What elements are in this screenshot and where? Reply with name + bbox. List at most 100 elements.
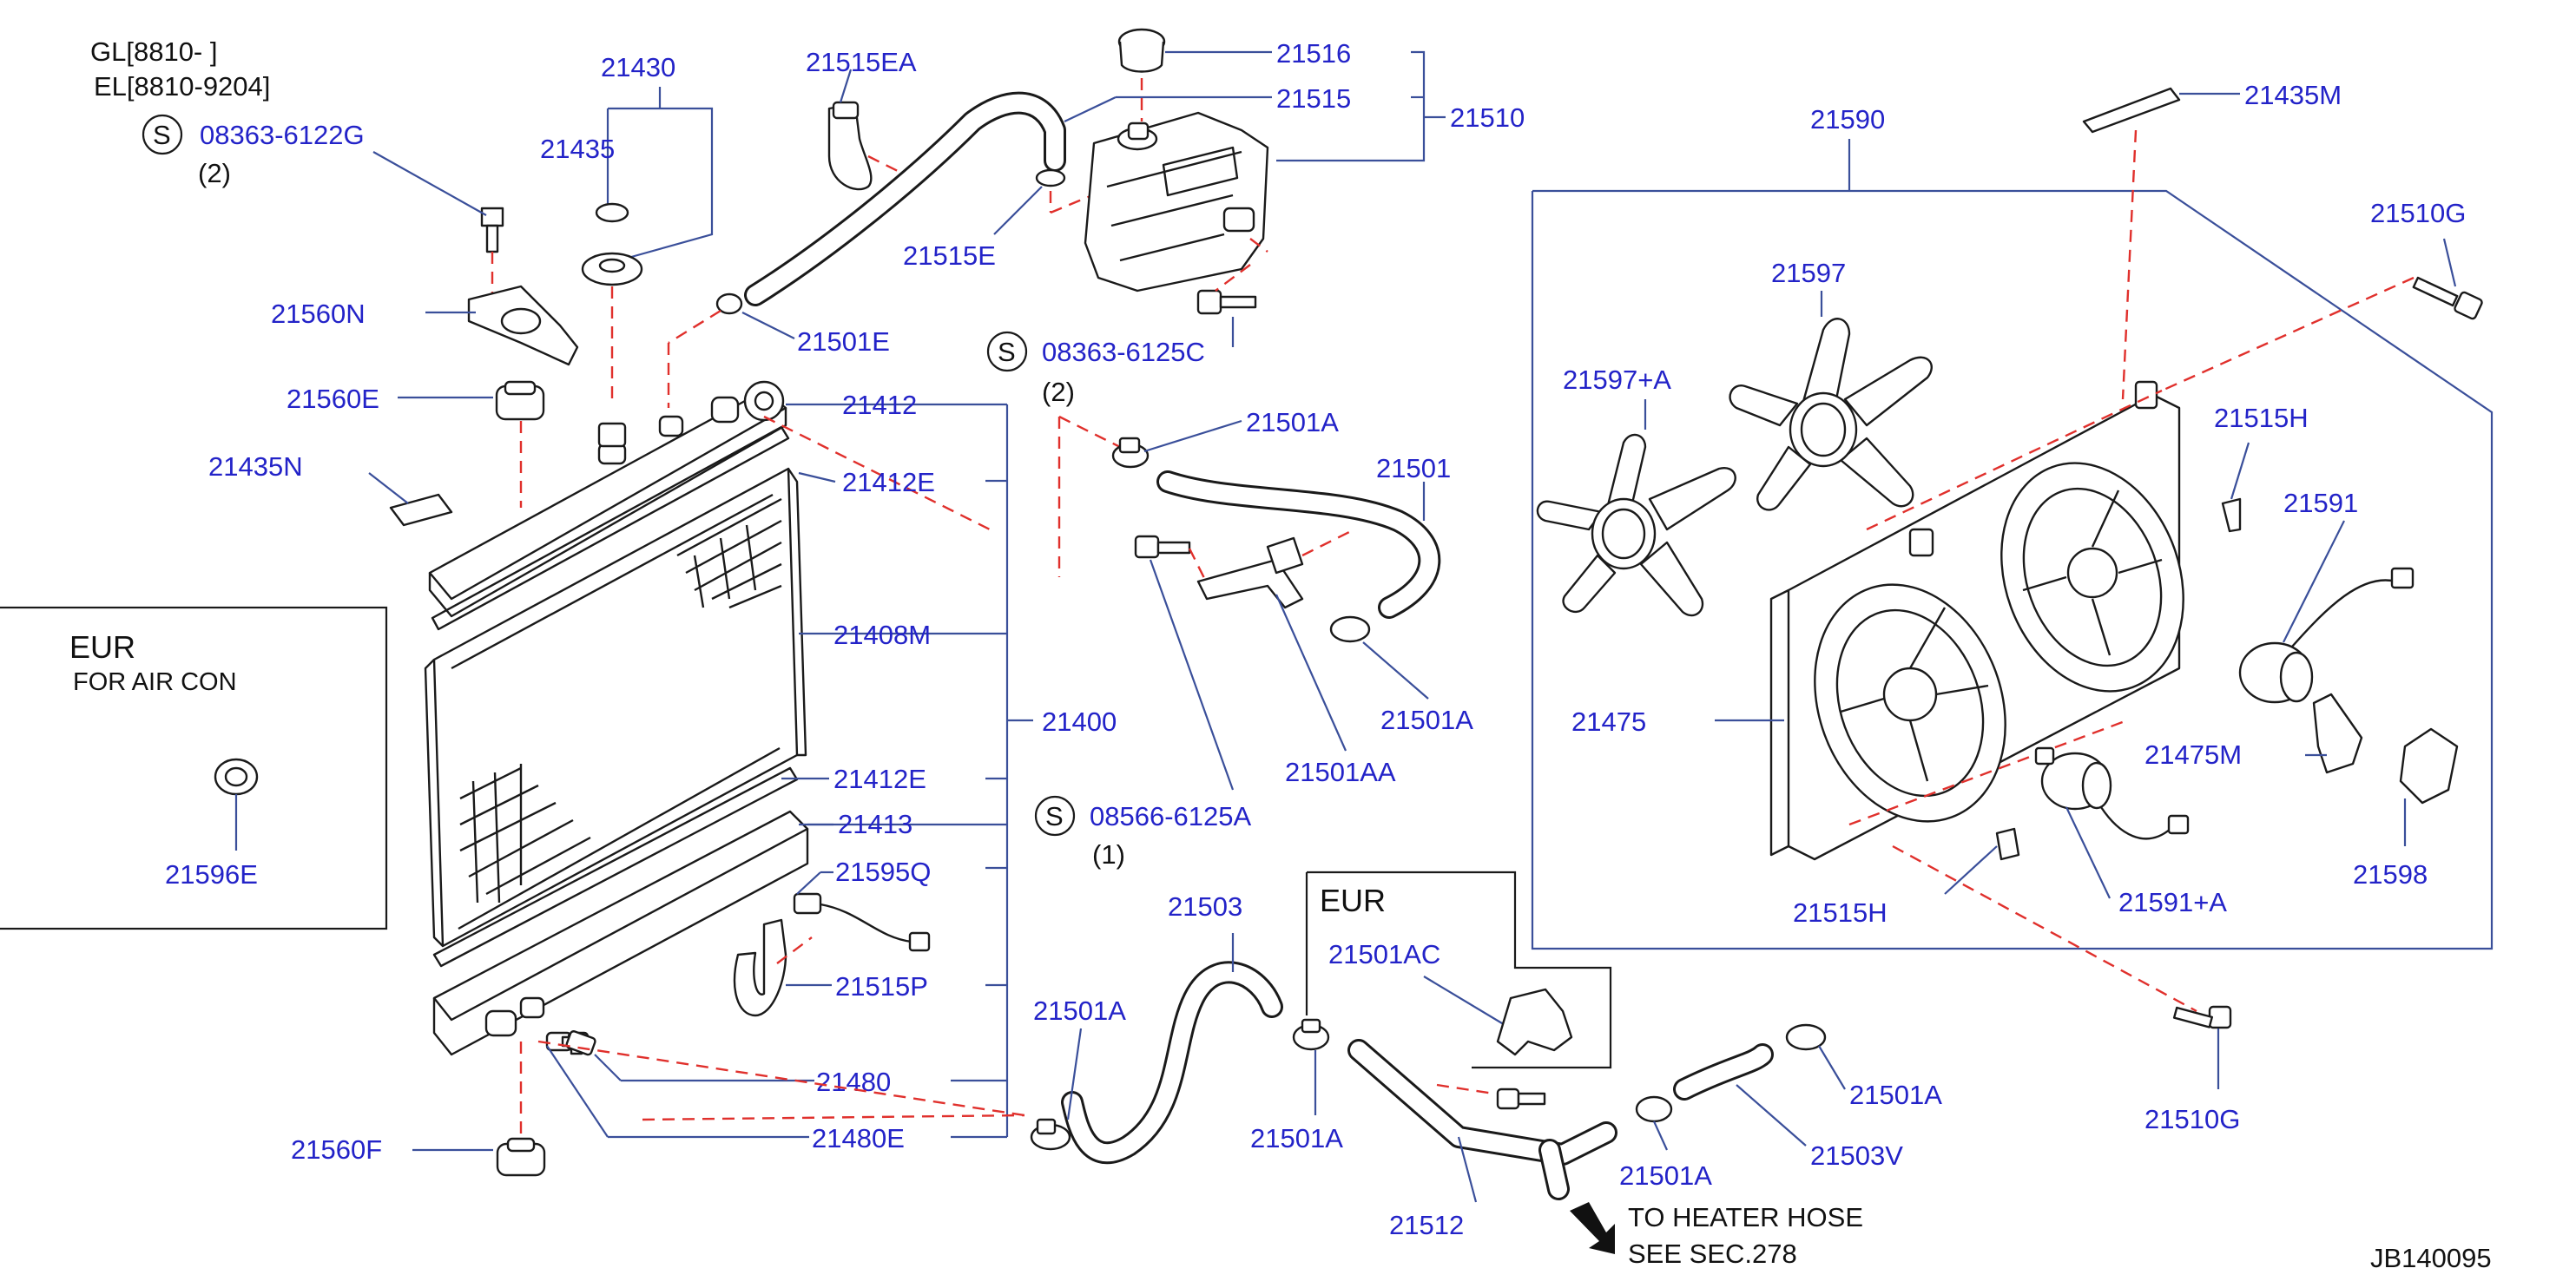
sensor-drawing <box>793 892 931 952</box>
eur-box-mid-title: EUR <box>1320 883 1386 918</box>
quantity-label: (2) <box>198 158 231 188</box>
part-number-21512[interactable]: 21512 <box>1389 1210 1464 1240</box>
part-number-21435M[interactable]: 21435M <box>2244 80 2342 110</box>
part-number-21515E[interactable]: 21515E <box>903 240 996 271</box>
fan-motor-21591A-drawing <box>2034 746 2190 840</box>
part-number-08363-6125C[interactable]: 08363-6125C <box>1042 337 1205 367</box>
part-number-21501AC[interactable]: 21501AC <box>1328 939 1440 969</box>
washer-drawing <box>595 202 629 223</box>
part-number-21598[interactable]: 21598 <box>2353 859 2428 890</box>
part-number-21480[interactable]: 21480 <box>816 1067 891 1097</box>
part-number-21435[interactable]: 21435 <box>540 134 615 164</box>
bolt-21510G-top-drawing <box>2412 276 2483 320</box>
part-number-21515H-bottom[interactable]: 21515H <box>1793 897 1888 928</box>
part-number-21591[interactable]: 21591 <box>2283 488 2358 518</box>
clamp-21501A-1-drawing <box>1111 437 1150 469</box>
fan-blade-21597-drawing <box>1729 318 1933 511</box>
part-number-21515H-top[interactable]: 21515H <box>2214 403 2309 433</box>
clamp-21501A-5-drawing <box>1635 1095 1673 1123</box>
arrow-icon <box>1570 1202 1615 1254</box>
part-number-21480E[interactable]: 21480E <box>812 1123 905 1153</box>
note-heater-hose: TO HEATER HOSE <box>1628 1202 1863 1232</box>
part-number-21591A[interactable]: 21591+A <box>2118 887 2227 917</box>
part-number-08566-6125A[interactable]: 08566-6125A <box>1090 801 1251 831</box>
part-number-21412E-upper[interactable]: 21412E <box>842 467 935 497</box>
label-plate-drawing <box>389 493 453 527</box>
part-number-21590[interactable]: 21590 <box>1810 104 1885 135</box>
part-number-21475M[interactable]: 21475M <box>2144 739 2242 770</box>
clamp-21501A-6-drawing <box>1785 1023 1827 1051</box>
rubber-mount-drawing <box>495 380 545 421</box>
reservoir-cap-drawing <box>1117 28 1166 73</box>
eur-box-title: EUR <box>69 629 135 665</box>
eur-heater-box <box>1307 871 1612 1069</box>
radiator-cap-drawing <box>581 252 643 286</box>
clip-21501AC-drawing <box>1496 988 1573 1056</box>
clip-21515H-top-drawing <box>2221 497 2242 533</box>
part-number-21501AA[interactable]: 21501AA <box>1285 757 1396 787</box>
clamp-21501A-2-drawing <box>1329 615 1371 643</box>
tank-bolt-drawing <box>1196 289 1257 315</box>
eur-aircon-box <box>0 606 388 930</box>
clip-21515H-bottom-drawing <box>1995 827 2020 861</box>
clamp-21515E-drawing <box>1035 168 1066 187</box>
part-number-21597A[interactable]: 21597+A <box>1563 365 1671 395</box>
part-number-21413[interactable]: 21413 <box>838 809 912 839</box>
rubber-mount-lower-drawing <box>496 1137 546 1177</box>
diagram-id: JB140095 <box>2370 1243 2492 1273</box>
svg-text:S: S <box>998 337 1016 367</box>
part-number-21430[interactable]: 21430 <box>601 52 675 82</box>
fan-assembly-box <box>1531 189 2494 950</box>
bolt-21510G-bottom-drawing <box>2172 1005 2232 1029</box>
part-number-21501A-6[interactable]: 21501A <box>1849 1080 1942 1110</box>
part-number-21560F[interactable]: 21560F <box>291 1134 382 1165</box>
part-number-21515EA[interactable]: 21515EA <box>806 47 917 77</box>
note-see-section: SEE SEC.278 <box>1628 1239 1797 1269</box>
label-21435M-drawing <box>2082 87 2181 134</box>
bolt-drawing <box>480 207 504 253</box>
part-number-21596E[interactable]: 21596E <box>165 859 258 890</box>
part-number-21501A-4[interactable]: 21501A <box>1250 1123 1343 1153</box>
part-number-21595Q[interactable]: 21595Q <box>835 857 931 887</box>
part-number-21560E[interactable]: 21560E <box>287 384 379 414</box>
clamp-21501A-3-drawing <box>1030 1118 1071 1151</box>
part-number-21412[interactable]: 21412 <box>842 390 917 420</box>
part-number-21475[interactable]: 21475 <box>1571 706 1646 737</box>
part-number-21597[interactable]: 21597 <box>1771 258 1846 288</box>
bracket-21475M-drawing <box>2312 693 2363 774</box>
part-number-21503[interactable]: 21503 <box>1168 891 1242 922</box>
bracket-drawing <box>467 285 579 366</box>
part-number-21515P[interactable]: 21515P <box>835 971 928 1002</box>
clamp-21515EA-drawing <box>827 102 873 191</box>
part-number-21408M[interactable]: 21408M <box>833 620 931 650</box>
svg-text:S: S <box>1045 801 1064 831</box>
part-number-08363-6122G[interactable]: 08363-6122G <box>200 120 365 150</box>
standard-part-symbol: S <box>1034 795 1076 837</box>
fan-blade-21597A-drawing <box>1536 433 1736 617</box>
pipe-bolt-drawing <box>1496 1088 1546 1110</box>
part-number-21560N[interactable]: 21560N <box>271 299 366 329</box>
part-number-21510[interactable]: 21510 <box>1450 102 1525 133</box>
radiator-drawing <box>424 380 809 1056</box>
part-number-21510G-bottom[interactable]: 21510G <box>2144 1104 2240 1134</box>
eur-box-subtitle: FOR AIR CON <box>73 668 237 696</box>
part-number-21400[interactable]: 21400 <box>1042 706 1117 737</box>
hose-clip-drawing <box>733 918 787 1017</box>
part-number-21503V[interactable]: 21503V <box>1810 1140 1903 1171</box>
part-number-21515[interactable]: 21515 <box>1276 83 1351 114</box>
part-number-21412E-lower[interactable]: 21412E <box>833 764 926 794</box>
el-applicability: EL[8810-9204] <box>94 71 270 102</box>
part-number-21510G-top[interactable]: 21510G <box>2370 198 2466 228</box>
part-number-21501A-3[interactable]: 21501A <box>1033 996 1126 1026</box>
part-number-21501E[interactable]: 21501E <box>797 326 890 357</box>
part-number-21435N[interactable]: 21435N <box>208 451 303 482</box>
part-number-21501A-1[interactable]: 21501A <box>1246 407 1339 437</box>
part-number-21501[interactable]: 21501 <box>1376 453 1451 483</box>
quantity-label: (2) <box>1042 377 1075 407</box>
part-number-21501A-2[interactable]: 21501A <box>1380 705 1473 735</box>
bolt-08566-drawing <box>1134 535 1191 559</box>
gl-applicability: GL[8810- ] <box>90 36 217 67</box>
part-number-21516[interactable]: 21516 <box>1276 38 1351 69</box>
part-number-21501A-5[interactable]: 21501A <box>1619 1160 1712 1191</box>
